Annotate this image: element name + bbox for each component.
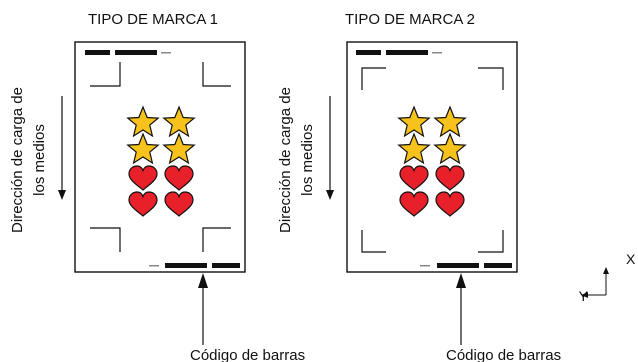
corner-mark-top-right	[478, 67, 504, 90]
corner-marks	[90, 62, 231, 252]
panel-mark-type-2: TIPO DE MARCA 2 Dirección de carga de lo…	[277, 11, 561, 362]
corner-marks	[361, 67, 504, 253]
corner-mark-top-left	[361, 67, 386, 90]
media-direction-arrow	[326, 96, 334, 200]
corner-mark-top-left	[90, 62, 121, 87]
side-label-line1: Dirección de carga de	[9, 87, 26, 233]
x-axis-label: X	[626, 251, 636, 267]
barcode-pointer-arrow	[456, 273, 466, 345]
media-sheet	[74, 41, 246, 273]
barcode-pointer-arrow	[198, 273, 208, 345]
barcode-label: Código de barras	[190, 347, 305, 362]
side-label-line2: los medios	[31, 124, 48, 196]
corner-mark-bottom-left	[361, 230, 386, 253]
xy-axis-indicator: X Y	[579, 251, 636, 304]
bottom-barcode-strip	[149, 263, 240, 268]
panel-mark-type-1: TIPO DE MARCA 1 Dirección de carga de lo…	[9, 11, 305, 362]
corner-mark-bottom-right	[202, 227, 231, 252]
corner-mark-bottom-right	[478, 230, 504, 253]
side-label-line2: los medios	[299, 124, 316, 196]
media-direction-label: Dirección de carga de los medios	[9, 87, 48, 233]
corner-mark-bottom-left	[90, 227, 121, 252]
bottom-barcode-strip	[420, 263, 512, 268]
media-direction-arrow	[58, 96, 66, 200]
top-barcode-strip	[85, 50, 171, 55]
panel-title: TIPO DE MARCA 1	[88, 11, 218, 28]
y-axis-label: Y	[579, 288, 589, 304]
side-label-line1: Dirección de carga de	[277, 87, 294, 233]
panel-title: TIPO DE MARCA 2	[345, 11, 475, 28]
barcode-label: Código de barras	[446, 347, 561, 362]
top-barcode-strip	[356, 50, 442, 55]
corner-mark-top-right	[202, 62, 231, 87]
media-direction-label: Dirección de carga de los medios	[277, 87, 316, 233]
media-sheet	[346, 41, 518, 273]
